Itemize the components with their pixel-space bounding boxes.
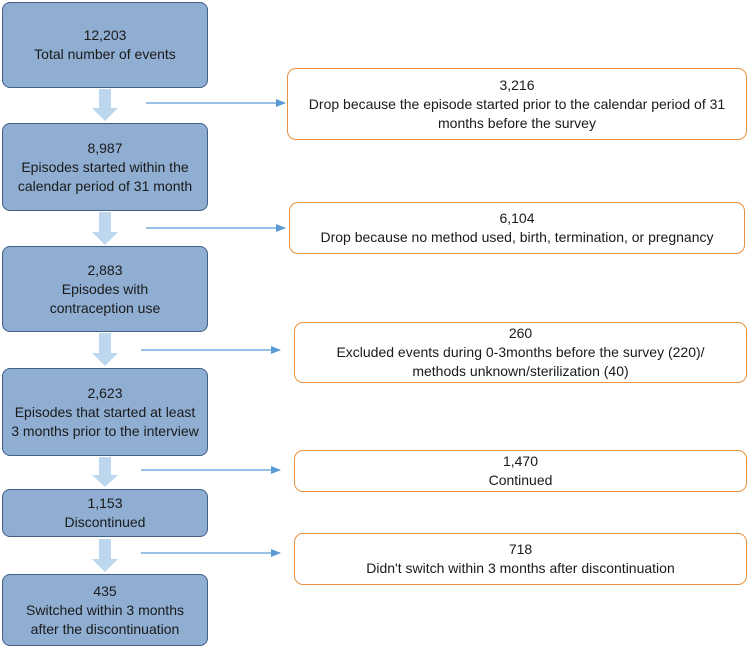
exclusion-box-excluded-events: 260 Excluded events during 0-3months bef… (294, 322, 747, 383)
step-box-contraception-use: 2,883 Episodes with contraception use (2, 246, 208, 332)
step-label: Episodes started within the calendar per… (17, 158, 193, 194)
step-label: Episodes that started at least 3 months … (11, 403, 199, 439)
exclusion-box-before-period: 3,216 Drop because the episode started p… (287, 68, 747, 140)
step-label: Switched within 3 months after the disco… (26, 601, 184, 637)
step-box-discontinued: 1,153 Discontinued (2, 489, 208, 537)
step-box-switched: 435 Switched within 3 months after the d… (2, 574, 208, 646)
exclusion-label: Drop because no method used, birth, term… (320, 229, 714, 245)
step-label: Episodes with contraception use (49, 280, 161, 316)
down-arrow-5 (92, 539, 118, 572)
step-count: 8,987 (87, 139, 123, 156)
step-count: 2,623 (87, 384, 123, 401)
step-label: Discontinued (64, 514, 146, 530)
step-count: 2,883 (87, 261, 123, 278)
step-label: Total number of events (34, 46, 176, 62)
exclusion-count: 260 (508, 325, 533, 341)
down-arrow-1 (92, 89, 118, 121)
step-box-within-period: 8,987 Episodes started within the calend… (2, 123, 208, 211)
exclusion-count: 3,216 (499, 76, 535, 93)
exclusion-box-no-method: 6,104 Drop because no method used, birth… (289, 202, 745, 254)
exclusion-count: 718 (508, 541, 533, 557)
down-arrow-4 (92, 457, 118, 487)
down-arrow-2 (92, 212, 118, 245)
step-box-total-events: 12,203 Total number of events (2, 2, 208, 88)
step-count: 435 (93, 582, 117, 599)
exclusion-label: Continued (488, 472, 553, 488)
down-arrows (92, 89, 118, 572)
down-arrow-3 (92, 333, 118, 366)
exclusion-box-did-not-switch: 718 Didn't switch within 3 months after … (294, 533, 747, 585)
exclusion-label: Drop because the episode started prior t… (308, 95, 726, 131)
step-count: 1,153 (87, 495, 123, 511)
exclusion-label: Didn't switch within 3 months after disc… (366, 560, 675, 576)
exclusion-count: 6,104 (499, 210, 535, 226)
step-count: 12,203 (83, 27, 127, 43)
step-box-three-months-prior: 2,623 Episodes that started at least 3 m… (2, 368, 208, 456)
exclusion-label: Excluded events during 0-3months before … (336, 344, 705, 379)
exclusion-count: 1,470 (502, 453, 539, 469)
exclusion-box-continued: 1,470 Continued (294, 450, 747, 492)
